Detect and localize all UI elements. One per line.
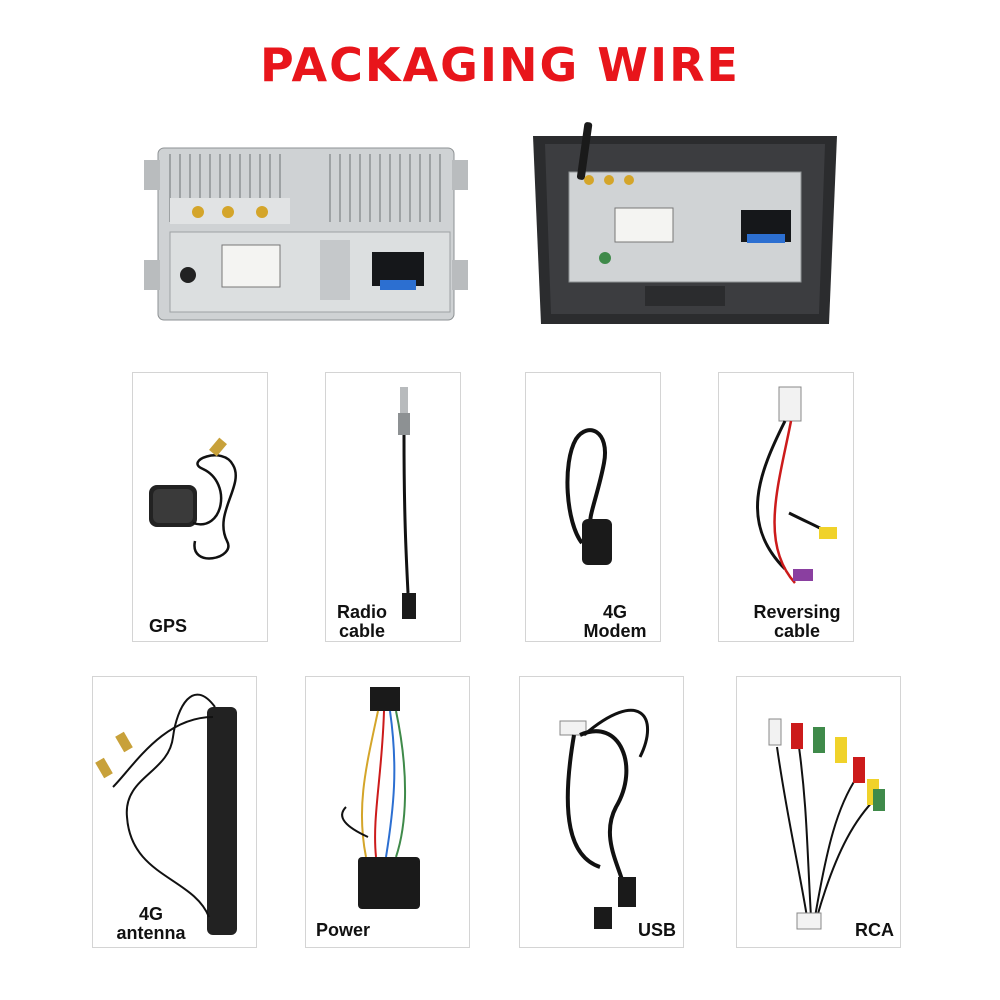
reversing-label-line-2: cable (773, 621, 821, 641)
usb-label: USB (638, 920, 677, 940)
radio-cable-card: Radio cable (325, 372, 461, 642)
reversing-card: Reversing cable (718, 372, 854, 642)
power-harness-image (341, 687, 420, 909)
reversing-cable-image (756, 386, 837, 584)
reversing-label: Reversing cable (739, 603, 855, 641)
4g-modem-image (565, 428, 612, 565)
antenna-label-line-1: 4G (138, 904, 163, 924)
power-card: Power (305, 676, 470, 948)
modem-label-line-1: 4G (602, 602, 627, 622)
rca-cable-image (768, 718, 885, 930)
usb-cable-image (559, 708, 650, 929)
head-unit-frame-image (525, 118, 845, 338)
gps-label: GPS (149, 616, 188, 636)
antenna-card: 4G antenna (92, 676, 257, 948)
radio-label-line-1: Radio (336, 602, 387, 622)
head-unit-rear-image (140, 140, 470, 330)
modem-label-line-2: Modem (583, 621, 647, 641)
radio-label: Radio cable (326, 603, 398, 641)
rca-label: RCA (855, 920, 894, 940)
modem-card: 4G Modem (525, 372, 661, 642)
radio-cable-image (398, 387, 416, 619)
modem-label: 4G Modem (572, 603, 658, 641)
radio-label-line-2: cable (338, 621, 386, 641)
page-title: PACKAGING WIRE (260, 38, 740, 92)
power-label: Power (316, 920, 371, 940)
reversing-label-line-1: Reversing (753, 602, 841, 622)
usb-card: USB (519, 676, 684, 948)
rca-card: RCA (736, 676, 901, 948)
antenna-label: 4G antenna (103, 905, 199, 943)
antenna-label-line-2: antenna (116, 923, 186, 943)
gps-antenna-image (149, 437, 237, 560)
gps-card: GPS (132, 372, 268, 642)
4g-antenna-image (95, 693, 237, 935)
